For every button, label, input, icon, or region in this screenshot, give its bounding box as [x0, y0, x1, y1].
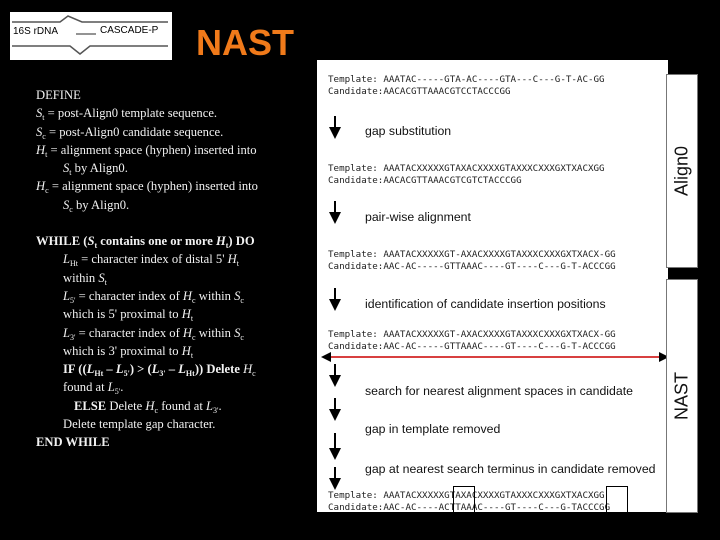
step-identify-insertions: identification of candidate insertion po…: [365, 297, 606, 311]
step-template-gap-removed: gap in template removed: [365, 422, 501, 436]
pseudocode-block: DEFINE St = post-Align0 template sequenc…: [36, 86, 311, 452]
define-heading: DEFINE: [36, 88, 81, 102]
l5-line: L5' = character index of Hc within Sc: [63, 288, 244, 305]
logo-left-label: 16S rDNA: [13, 26, 59, 37]
nast-side-panel: NAST: [666, 279, 698, 513]
if-cont: found at L5'.: [63, 380, 124, 397]
cascade-logo: 16S rDNA CASCADE-P: [10, 12, 172, 60]
align0-side-panel: Align0: [666, 74, 698, 268]
def-ht-cont: St by Align0.: [63, 161, 128, 178]
while-line: WHILE (St contains one or more Ht) DO: [36, 234, 255, 251]
def-sc: Sc = post-Align0 candidate sequence.: [36, 124, 224, 141]
block2-candidate: Candidate:AACACGTTAAACGTCGTCTACCCGG: [328, 175, 522, 186]
delete-gap-line: Delete template gap character.: [63, 417, 216, 432]
search-range-arrow-icon: [321, 352, 669, 362]
page-title: NAST: [196, 22, 294, 63]
else-line: ELSE Delete Hc found at L3'.: [74, 398, 222, 415]
highlight-box: [453, 486, 475, 514]
block1-candidate: Candidate:AACACGTTAAACGTCCTACCCGG: [328, 86, 511, 97]
def-ht: Ht = alignment space (hyphen) inserted i…: [36, 142, 257, 159]
def-hc-cont: Sc by Align0.: [63, 197, 130, 214]
step-candidate-gap-removed: gap at nearest search terminus in candid…: [365, 462, 656, 476]
block3-template: Template: AAATACXXXXXGT-AXACXXXXGTAXXXCX…: [328, 249, 616, 260]
l3-line: L3' = character index of Hc within Sc: [63, 325, 244, 342]
def-hc: Hc = alignment space (hyphen) inserted i…: [36, 179, 258, 196]
alignment-diagram: Template: AAATAC-----GTA-AC----GTA---C--…: [317, 60, 669, 514]
lht-cont: within St: [63, 270, 107, 287]
nast-label: NAST: [671, 371, 692, 421]
l5-cont: which is 5' proximal to Ht: [63, 307, 194, 324]
step-gap-substitution: gap substitution: [365, 124, 452, 138]
block4-candidate: Candidate:AAC-AC-----GTTAAAC----GT----C-…: [328, 341, 616, 352]
end-while: END WHILE: [36, 435, 110, 450]
l3-cont: which is 3' proximal to Ht: [63, 343, 194, 360]
block2-template: Template: AAATACXXXXXGTAXACXXXXGTAXXXCXX…: [328, 163, 605, 174]
block5-candidate: Candidate:AAC-AC----ACTTAAAC----GT----C-…: [328, 502, 611, 513]
highlight-box: [606, 486, 628, 514]
block5-template: Template: AAATACXXXXXGTAXACXXXXGTAXXXCXX…: [328, 490, 605, 501]
logo-right-label: CASCADE-P: [100, 25, 159, 36]
block4-template: Template: AAATACXXXXXGT-AXACXXXXGTAXXXCX…: [328, 329, 616, 340]
align0-label: Align0: [671, 145, 692, 197]
def-st: St = post-Align0 template sequence.: [36, 106, 218, 123]
logo-graphic: [12, 15, 168, 55]
block1-template: Template: AAATAC-----GTA-AC----GTA---C--…: [328, 74, 605, 85]
block3-candidate: Candidate:AAC-AC-----GTTAAAC----GT----C-…: [328, 261, 616, 272]
lht-line: LHt = character index of distal 5' Ht: [63, 252, 239, 269]
step-pairwise-alignment: pair-wise alignment: [365, 210, 471, 224]
step-search-nearest: search for nearest alignment spaces in c…: [365, 384, 633, 398]
if-line: IF ((LHt – L5') > (L3' – LHt)) Delete Hc: [63, 362, 256, 379]
